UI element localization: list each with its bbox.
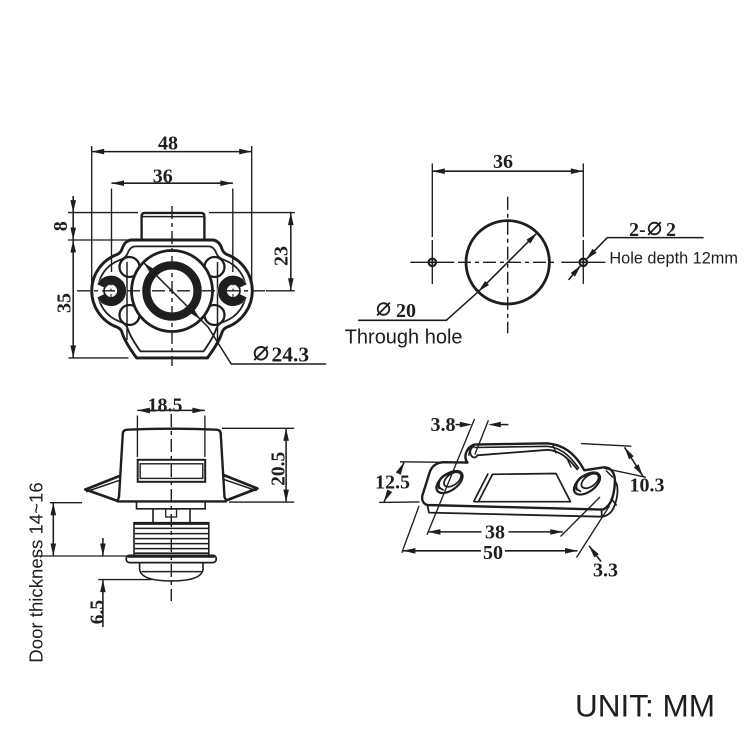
svg-text:8: 8 [50,221,72,231]
svg-text:20: 20 [396,300,416,322]
svg-text:UNIT: MM: UNIT: MM [575,688,715,724]
svg-text:2-: 2- [629,219,646,241]
svg-text:23: 23 [271,246,293,266]
svg-text:3.8: 3.8 [431,414,456,436]
svg-text:Hole depth 12mm: Hole depth 12mm [609,249,738,267]
svg-text:3.3: 3.3 [593,560,618,582]
svg-text:50: 50 [483,542,503,564]
svg-text:36: 36 [153,166,173,188]
svg-text:Through hole: Through hole [345,327,463,349]
svg-text:20.5: 20.5 [269,451,290,485]
svg-text:48: 48 [158,133,178,155]
svg-text:38: 38 [485,522,505,544]
svg-text:6.5: 6.5 [88,600,109,625]
svg-text:Door thickness 14~16: Door thickness 14~16 [26,482,47,662]
svg-text:2: 2 [666,219,676,241]
svg-text:18.5: 18.5 [148,395,183,417]
svg-text:12.5: 12.5 [375,472,410,494]
svg-text:36: 36 [493,151,513,173]
svg-text:10.3: 10.3 [630,475,665,497]
svg-text:35: 35 [54,293,76,313]
svg-text:24.3: 24.3 [272,343,310,367]
